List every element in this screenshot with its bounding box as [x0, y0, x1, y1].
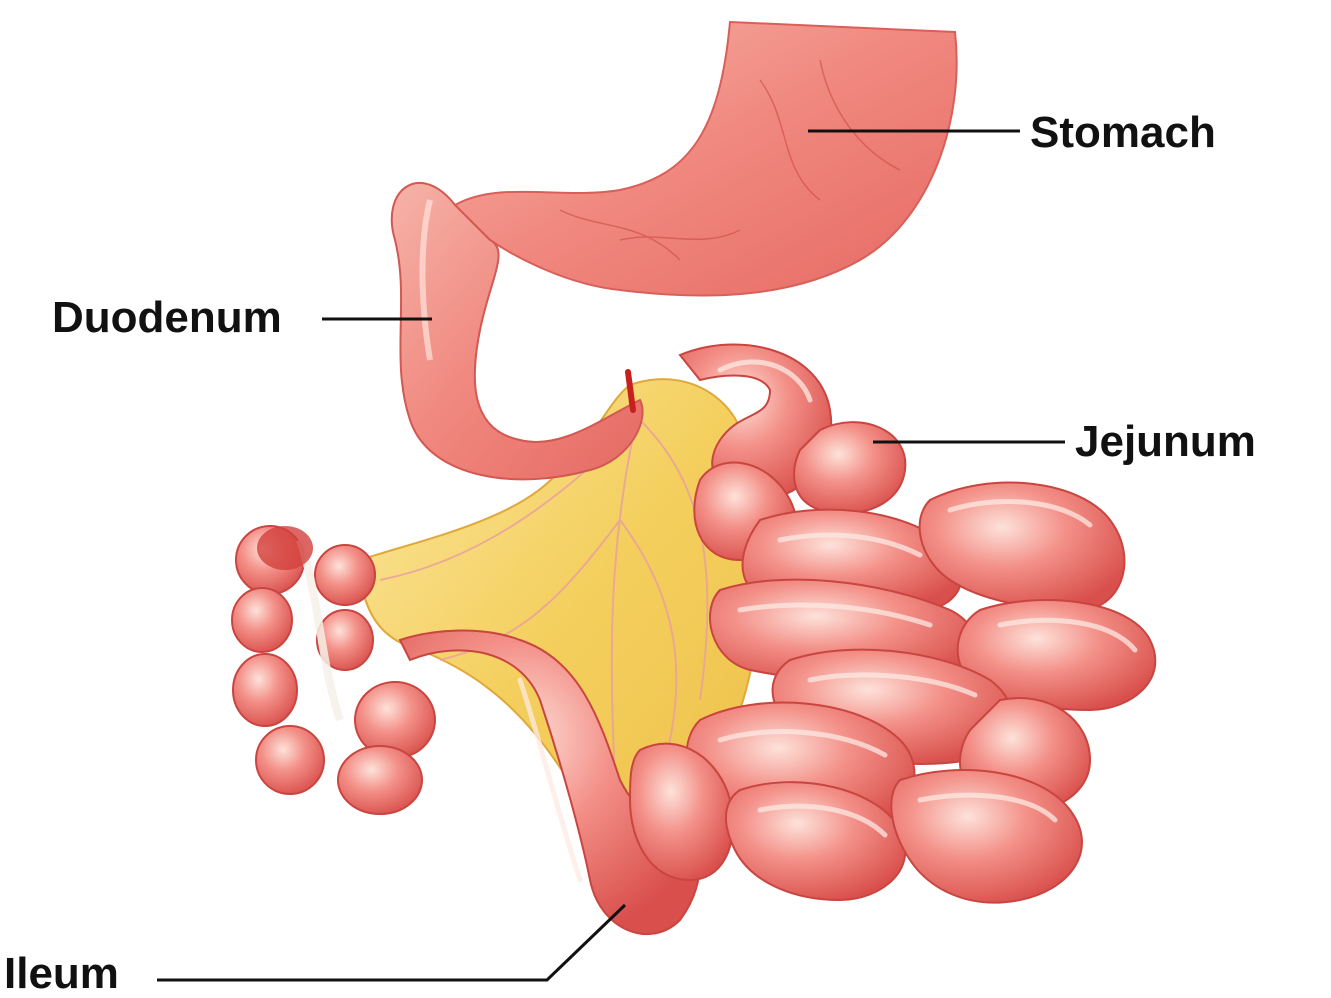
- duodenum-label: Duodenum: [52, 293, 282, 342]
- stomach-label: Stomach: [1030, 108, 1216, 157]
- leader-lines: [157, 129, 1065, 982]
- jejunum-label: Jejunum: [1075, 417, 1256, 466]
- ileum-leader-line: [157, 903, 627, 982]
- ileum-label: Ileum: [4, 949, 119, 998]
- duodenum-highlight: [419, 199, 433, 361]
- artery-stub: [625, 369, 636, 413]
- colon: [231, 525, 436, 815]
- intestine-highlights: [517, 359, 1138, 883]
- stomach-shape: [453, 20, 958, 297]
- stomach-vessels: [559, 59, 901, 261]
- duodenum-shape: [390, 182, 644, 481]
